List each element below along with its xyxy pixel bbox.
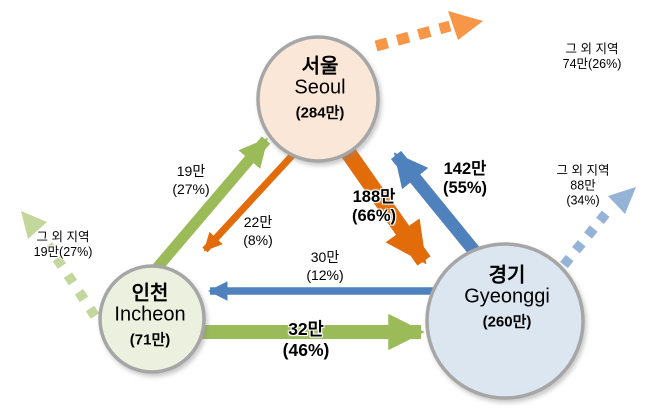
arrow-seoul-to-gyeonggi [338, 143, 431, 266]
arrowhead-incheon-to-other-icon [21, 211, 47, 239]
gyeonggi-name-ko: 경기 [488, 264, 526, 287]
node-incheon-circle [98, 264, 206, 374]
arrow-gyeonggi-to-other [560, 202, 616, 269]
flow-percent: (66%) [351, 207, 397, 225]
node-gyeonggi-circle [425, 242, 585, 400]
external-region-label: 그 외 지역 [556, 163, 610, 178]
flow-value: 32만 [288, 319, 324, 339]
flow-label-incheon-to-seoul: 19만 (27%) [172, 162, 209, 198]
arrow-incheon-to-seoul [140, 136, 271, 286]
external-value: 19만(27%) [33, 245, 93, 259]
flow-value: 19만 [176, 163, 206, 179]
flow-percent: (46%) [282, 340, 330, 360]
external-label-incheon: 그 외 지역 19만(27%) [34, 230, 93, 260]
external-value: 88만 [570, 178, 596, 193]
arrow-incheon-to-other [43, 242, 100, 319]
external-label-gyeonggi: 그 외 지역 88만 (34%) [557, 164, 610, 209]
flow-percent: (8%) [243, 232, 273, 248]
flow-value: 142만 [443, 160, 487, 178]
node-seoul-label: 서울 Seoul (284만) [294, 55, 346, 122]
external-percent: (34%) [566, 193, 600, 208]
gyeonggi-name-en: Gyeonggi [464, 285, 550, 308]
flow-label-seoul-to-incheon: 22만 (8%) [243, 213, 273, 249]
flow-percent: (27%) [172, 181, 210, 197]
arrow-gyeonggi-to-seoul [390, 150, 486, 263]
arrow-seoul-to-incheon [202, 144, 303, 253]
seoul-name-en: Seoul [294, 76, 346, 99]
external-region-label: 그 외 지역 [565, 42, 619, 56]
node-seoul-circle [256, 35, 380, 163]
external-label-seoul: 그 외 지역 74만(26%) [563, 42, 622, 72]
flow-value: 30만 [310, 249, 340, 265]
flow-percent: (12%) [306, 267, 344, 283]
flow-label-seoul-to-gyeonggi: 188만 (66%) [352, 188, 396, 226]
arrowhead-seoul-to-other-icon [448, 11, 483, 40]
seoul-population: (284만) [295, 104, 345, 122]
node-gyeonggi-label: 경기 Gyeonggi (260만) [464, 264, 550, 331]
seoul-name-ko: 서울 [301, 55, 339, 78]
incheon-name-en: Incheon [114, 303, 186, 326]
incheon-name-ko: 인천 [131, 282, 169, 305]
flow-value: 22만 [243, 214, 273, 230]
incheon-population: (71만) [129, 331, 171, 349]
arrow-seoul-to-other [374, 20, 452, 52]
flow-value: 188만 [352, 188, 396, 206]
node-incheon-label: 인천 Incheon (71만) [114, 282, 186, 349]
arrowhead-gyeonggi-to-other-icon [608, 187, 636, 214]
external-region-label: 그 외 지역 [36, 230, 90, 244]
flow-label-incheon-to-gyeonggi: 32만 (46%) [283, 319, 330, 361]
flow-percent: (55%) [442, 179, 488, 197]
gyeonggi-population: (260만) [482, 313, 532, 331]
external-value: 74만(26%) [562, 57, 622, 71]
flow-label-gyeonggi-to-seoul: 142만 (55%) [443, 160, 487, 198]
flow-label-gyeonggi-to-incheon: 30만 (12%) [306, 248, 343, 284]
